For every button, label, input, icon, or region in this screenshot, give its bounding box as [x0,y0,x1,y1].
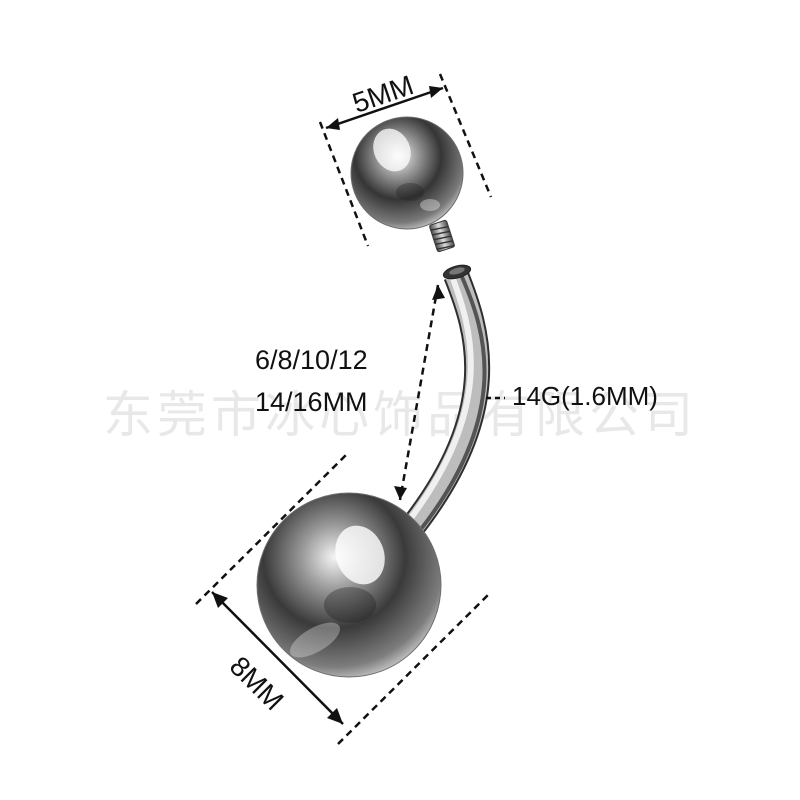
dimension-lines [195,73,493,745]
dimension-arrowheads [212,86,445,724]
bar-length-label-line2: 14/16MM [255,387,368,417]
threaded-post [429,219,455,253]
curved-bar [399,264,491,539]
gauge-label: 14G(1.6MM) [512,381,658,411]
top-ball [350,116,464,230]
top-ball-size-label: 5MM [348,69,417,119]
watermark-text: 东莞市冰心饰品有限公司 [103,386,697,444]
bottom-ball [256,492,442,678]
bar-length-label-line1: 6/8/10/12 [255,345,368,375]
